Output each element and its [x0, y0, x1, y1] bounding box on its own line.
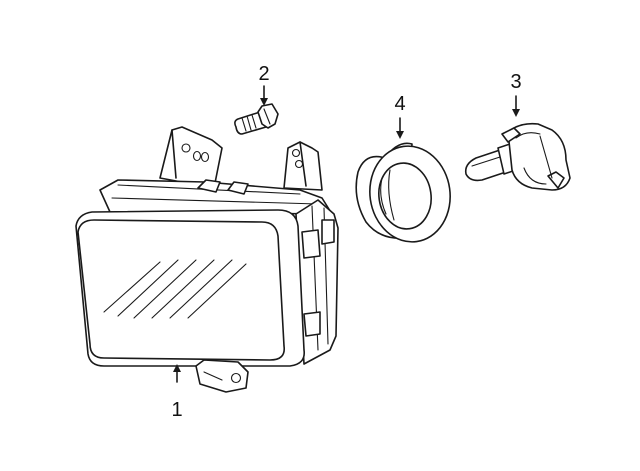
lens-glare-icon	[103, 259, 247, 319]
seal-ring	[355, 142, 451, 243]
callout-label-1: 1	[171, 399, 182, 421]
callout-4: 4	[394, 93, 406, 139]
callout-label-2: 2	[258, 63, 269, 85]
callout-3: 3	[510, 71, 522, 117]
callout-1: 1	[171, 364, 183, 421]
callout-label-3: 3	[510, 71, 521, 93]
callout-label-4: 4	[394, 93, 405, 115]
bulb	[464, 122, 571, 191]
callout-2: 2	[258, 63, 270, 106]
fog-lamp-assembly	[75, 126, 339, 393]
bolt	[234, 103, 279, 135]
